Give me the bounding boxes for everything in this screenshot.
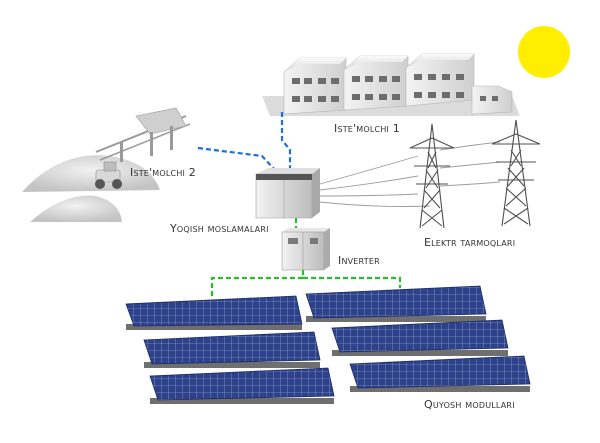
label-grid: Elektr tarmoqlari — [424, 236, 516, 249]
consumer-2-quarry — [22, 107, 191, 222]
solar-panel-row-4 — [305, 285, 487, 322]
solar-panel-array — [125, 285, 531, 404]
solar-panel-row-3 — [149, 367, 335, 404]
power-lines — [319, 141, 501, 207]
label-solar-modules: Quyosh modullari — [424, 398, 515, 411]
solar-panel-row-6 — [349, 355, 531, 392]
electric-pylons — [409, 119, 541, 229]
sun-icon — [518, 26, 570, 78]
label-consumer-2: Iste'molchi 2 — [130, 166, 196, 179]
solar-panel-row-5 — [331, 319, 509, 356]
label-inverter: Inverter — [338, 254, 380, 267]
data-links — [197, 112, 292, 171]
label-switchgear: Yoqish moslamalari — [170, 222, 269, 235]
switchgear-cabinet — [255, 168, 320, 219]
solar-panel-row-1 — [125, 295, 303, 330]
inverter-cabinet — [281, 228, 330, 271]
label-consumer-1: Iste'molchi 1 — [334, 122, 400, 135]
consumer-1-buildings — [262, 53, 520, 116]
solar-panel-row-2 — [143, 331, 321, 368]
dc-links-panels — [210, 270, 402, 296]
